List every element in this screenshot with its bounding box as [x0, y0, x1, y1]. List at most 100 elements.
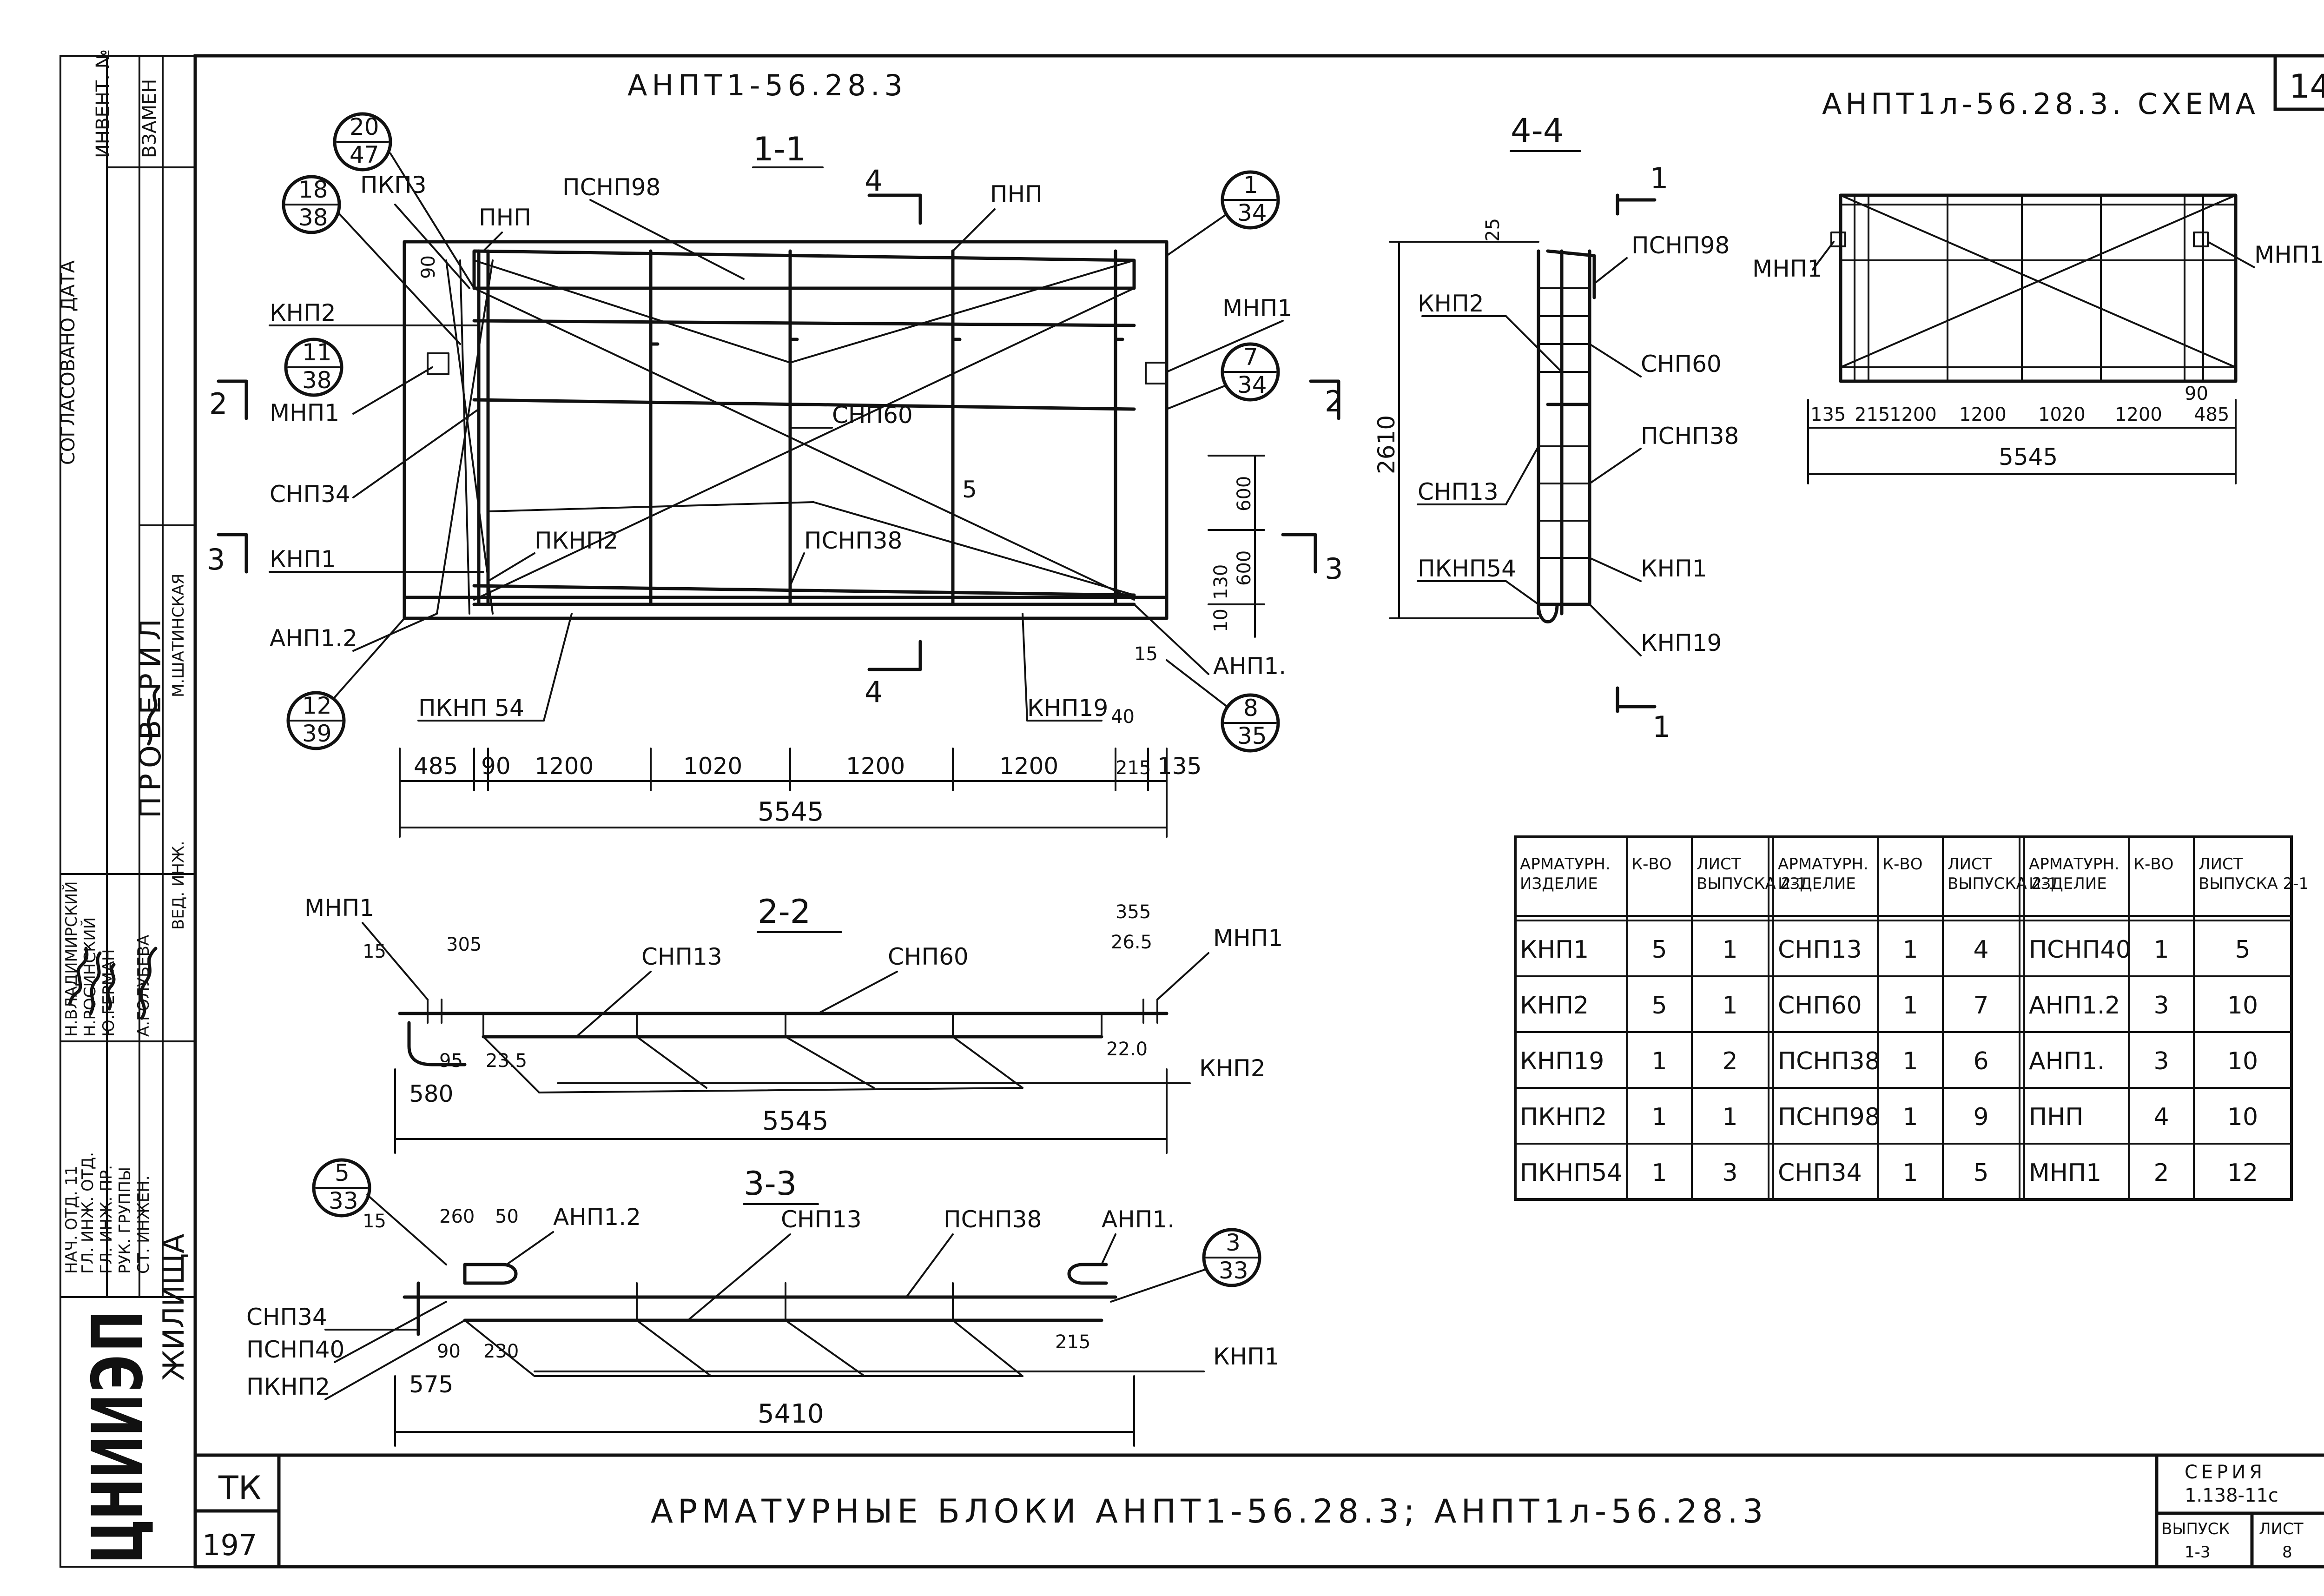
- callout-3-33: 3 33: [1110, 1228, 1261, 1303]
- svg-text:34: 34: [1237, 371, 1267, 398]
- spec-cell-r0-c7: 1: [2153, 936, 2169, 964]
- dim-3-3-50: 50: [495, 1206, 519, 1227]
- callout-7-34: 7 34: [1166, 342, 1280, 410]
- cut-marker-3-right: 3: [1281, 533, 1343, 586]
- spec-cell-r1-c7: 3: [2153, 992, 2169, 1020]
- spec-cell-r4-c1: 1: [1651, 1159, 1667, 1187]
- dim-top-90: 90: [418, 255, 439, 279]
- label-pnp-1: ПНП: [479, 204, 531, 231]
- spec-cell-r3-c5: 9: [1973, 1103, 1988, 1131]
- svg-text:4: 4: [865, 164, 883, 198]
- cut-marker-1-bottom: 1: [1652, 710, 1670, 744]
- spec-cell-r3-c0: ПКНП2: [1520, 1103, 1607, 1131]
- cut-marker-1-top: 1: [1650, 161, 1668, 195]
- label-snp60: СНП60: [832, 402, 913, 429]
- spec-cell-r1-c8: 10: [2227, 992, 2258, 1020]
- spec-cell-r0-c5: 4: [1973, 936, 1988, 964]
- dim-scheme-135: 135: [1810, 404, 1846, 425]
- callout-1-34: 1 34: [1166, 170, 1280, 257]
- section-3-3-title: 3-3: [744, 1165, 797, 1203]
- page-label: ЛИСТ: [2259, 1520, 2304, 1538]
- dim-3-3-230: 230: [483, 1341, 519, 1362]
- section-1-1-title: 1-1: [753, 130, 806, 168]
- dim-total-5545: 5545: [758, 797, 824, 827]
- spec-cell-r2-c0: КНП19: [1520, 1047, 1604, 1075]
- spec-cell-r1-c4: 1: [1902, 992, 1918, 1020]
- section-3-3: 3-3 АНП1.2 СНП13 ПСНП38 АНП1. СНП34 ПСНП…: [246, 1158, 1280, 1447]
- label-3-3-anp1-2: АНП1.2: [553, 1204, 641, 1231]
- label-4-4-snp60: СНП60: [1641, 351, 1722, 377]
- label-scheme-mnp1-left: МНП1: [1752, 255, 1822, 282]
- label-4-4-pknp54: ПКНП54: [1418, 555, 1516, 582]
- spec-header-6: АРМАТУРН.ИЗДЕЛИЕ: [2029, 855, 2119, 893]
- svg-text:8: 8: [1243, 695, 1258, 722]
- callout-18-38: 18 38: [282, 175, 461, 345]
- spec-cell-r2-c6: АНП1.: [2029, 1047, 2105, 1075]
- doc-code-number: 197: [202, 1528, 257, 1562]
- spec-cell-r2-c8: 10: [2227, 1047, 2258, 1075]
- spec-cell-r2-c3: ПСНП38: [1778, 1047, 1880, 1075]
- dim-3-3-575: 575: [409, 1371, 453, 1398]
- cut-marker-2-right: 2: [1309, 379, 1343, 420]
- spec-cell-r0-c8: 5: [2235, 936, 2250, 964]
- spec-cell-r4-c8: 12: [2227, 1159, 2258, 1187]
- spec-cell-r1-c6: АНП1.2: [2029, 992, 2120, 1020]
- spec-cell-r0-c2: 1: [1722, 936, 1737, 964]
- svg-text:33: 33: [329, 1187, 358, 1214]
- doc-code: ТК: [218, 1469, 261, 1507]
- spec-cell-r3-c2: 1: [1722, 1103, 1737, 1131]
- spec-cell-r0-c3: СНП13: [1778, 936, 1862, 964]
- role-chief-engineer-department: ГЛ. ИНЖ. ОТД.: [79, 1152, 97, 1274]
- label-knp19: КНП19: [1027, 695, 1108, 722]
- role-lead-engineer: ВЕД. ИНЖ.: [169, 841, 188, 930]
- dim-3-3-215: 215: [1055, 1331, 1090, 1353]
- spec-header-3: АРМАТУРН.ИЗДЕЛИЕ: [1778, 855, 1868, 893]
- spec-cell-r4-c7: 2: [2153, 1159, 2169, 1187]
- spec-cell-r2-c1: 1: [1651, 1047, 1667, 1075]
- dim-scheme-1200-b: 1200: [1959, 404, 2007, 425]
- page-number: 8: [2282, 1543, 2292, 1562]
- svg-text:5: 5: [335, 1159, 350, 1186]
- dim-90: 90: [481, 753, 511, 780]
- spec-cell-r3-c4: 1: [1902, 1103, 1918, 1131]
- callout-20-47: 20 47: [333, 112, 475, 289]
- dim-2-2-26-5: 26.5: [1111, 932, 1152, 953]
- label-3-3-snp34: СНП34: [246, 1304, 327, 1331]
- dim-2-2-355: 355: [1116, 901, 1151, 923]
- svg-text:12: 12: [302, 692, 332, 719]
- svg-text:34: 34: [1237, 199, 1267, 226]
- org-logo: ЦНИИЭП: [78, 1310, 158, 1562]
- replacement-column: ВЗАМЕН: [139, 79, 160, 158]
- spec-header-1: К-ВО: [1631, 855, 1672, 874]
- section-4-4: 4-4 1 1 2610 25 ПСНП98 КНП2 СНП60 ПСНП38: [1373, 112, 1739, 744]
- label-2-2-snp13: СНП13: [641, 943, 722, 970]
- svg-text:35: 35: [1237, 722, 1267, 749]
- dim-1200-b: 1200: [846, 753, 905, 780]
- dim-1020: 1020: [683, 753, 742, 780]
- label-3-3-psnp40: ПСНП40: [246, 1336, 344, 1363]
- spec-cell-r4-c0: ПКНП54: [1520, 1159, 1622, 1187]
- label-scheme-mnp1-right: МНП1: [2254, 241, 2324, 268]
- dim-3-3-260: 260: [439, 1206, 475, 1227]
- section-2-2: 2-2 МНП1 СНП13 СНП60 МНП1 КНП2 15 305 35…: [304, 893, 1283, 1154]
- spec-cell-r2-c2: 2: [1722, 1047, 1737, 1075]
- spec-cell-r4-c2: 3: [1722, 1159, 1737, 1187]
- section-2-2-title: 2-2: [758, 893, 811, 931]
- spec-cell-r2-c4: 1: [1902, 1047, 1918, 1075]
- dim-1200-a: 1200: [535, 753, 594, 780]
- dim-scheme-215: 215: [1855, 404, 1890, 425]
- svg-text:47: 47: [350, 141, 379, 168]
- dim-3-3-15: 15: [363, 1211, 386, 1232]
- spec-cell-r4-c3: СНП34: [1778, 1159, 1862, 1187]
- spec-cell-r4-c5: 5: [1973, 1159, 1988, 1187]
- dim-scheme-1200-a: 1200: [1889, 404, 1937, 425]
- spec-cell-r2-c7: 3: [2153, 1047, 2169, 1075]
- callout-8-35: 8 35: [1166, 659, 1280, 753]
- spec-header-7: К-ВО: [2133, 855, 2174, 874]
- dim-2-2-23-5: 23.5: [486, 1050, 527, 1072]
- label-4-4-psnp98: ПСНП98: [1631, 232, 1730, 259]
- spec-cell-r1-c1: 5: [1651, 992, 1667, 1020]
- series-label: СЕРИЯ: [2185, 1462, 2266, 1483]
- signature-1: [68, 947, 89, 1006]
